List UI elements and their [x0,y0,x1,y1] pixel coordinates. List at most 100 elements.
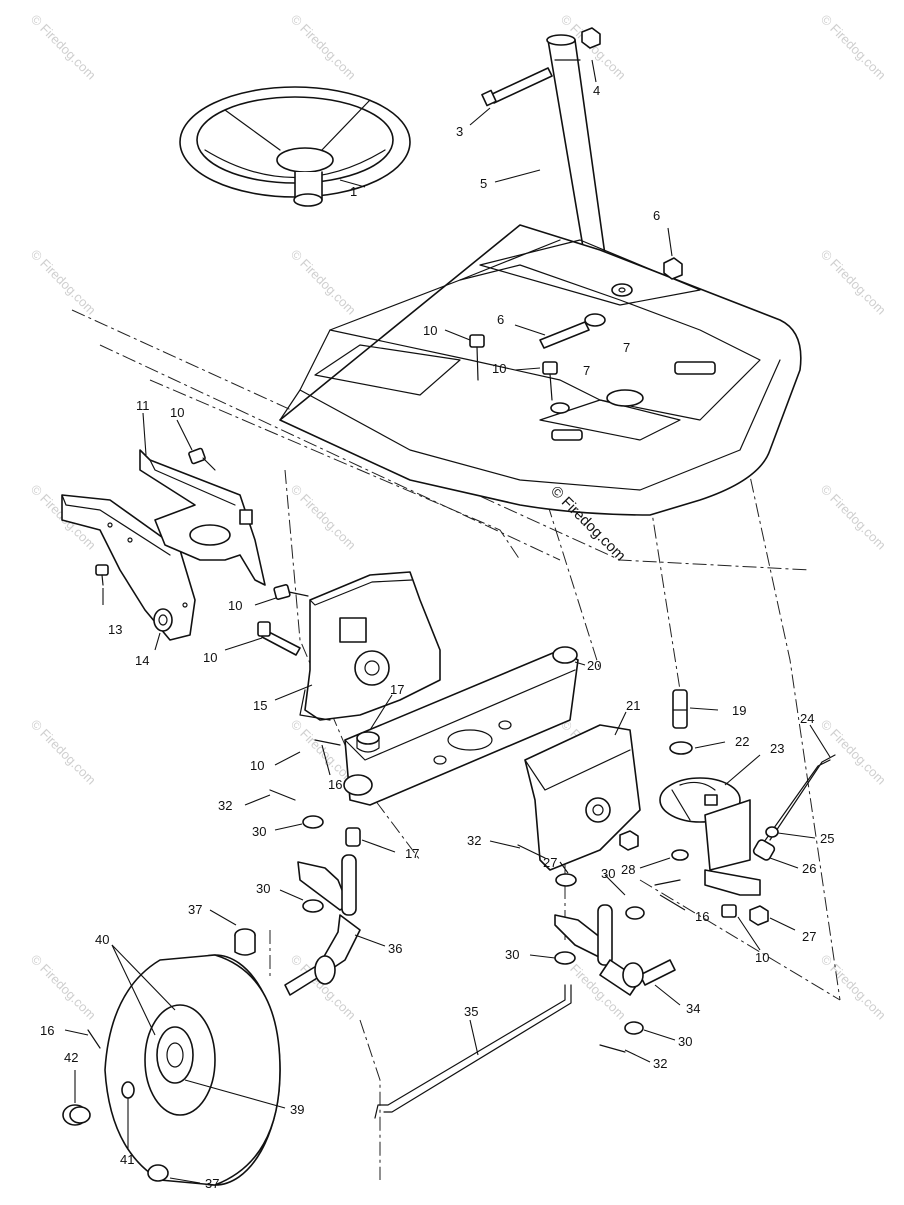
callout-36: 36 [388,941,402,956]
washer-22 [669,741,693,755]
bracket-11 [139,449,266,586]
bushing-37-upper [234,928,256,956]
callout-13: 14 [135,653,149,668]
spindle-36 [284,854,361,996]
bolt-10-plate [273,584,309,600]
callout-1: 1 [350,184,357,199]
callout-39: 39 [290,1102,304,1117]
callout-32-mid: 32 [467,833,481,848]
callout-30-left-b: 30 [256,881,270,896]
callout-4: 4 [593,83,600,98]
watermark-text: © Firedog.com [288,482,359,553]
callout-40: 40 [95,932,109,947]
callout-27-mid: 27 [543,855,557,870]
bushing-37-lower [147,1164,169,1182]
callout-23: 23 [770,741,784,756]
callout-17-lower: 17 [405,846,419,861]
watermark-text: © Firedog.com [288,247,359,318]
callout-22: 22 [735,734,749,749]
cap-42 [62,1104,91,1126]
callout-10-axle: 10 [250,758,264,773]
callout-16-axle: 16 [328,777,342,792]
callout-6-lower: 6 [497,312,504,327]
callout-35: 35 [464,1004,478,1019]
callout-28: 28 [621,862,635,877]
callout-5: 5 [480,176,487,191]
assembly-frame-lines [71,309,841,1180]
cotter-16-wheel [87,1029,101,1049]
callout-7-right: 7 [623,340,630,355]
nut-4 [581,27,601,49]
watermark-text: © Firedog.com [818,717,889,788]
watermark-text: © Firedog.com [28,12,99,83]
callout-16-right: 16 [695,909,709,924]
callout-27-right: 27 [802,929,816,944]
callout-10-dash-a: 10 [423,323,437,338]
callout-34: 34 [686,1001,700,1016]
watermark-text: © Firedog.com [28,717,99,788]
callout-24: 24 [800,711,814,726]
callout-15: 15 [253,698,267,713]
watermark-layer: © Firedog.com © Firedog.com © Firedog.com ©… [28,12,889,1023]
tie-rod-35 [374,984,572,1119]
callout-30-mid: 30 [601,866,615,881]
drag-link-24 [763,754,836,843]
callout-3: 3 [456,124,463,139]
bolt-14 [257,621,301,656]
callout-32-left: 32 [218,798,232,813]
bushing-17-lower [345,827,361,847]
watermark-text: © Firedog.com [28,952,99,1023]
sector-gear-23 [659,777,751,871]
ball-joint-25-26 [752,826,779,861]
callout-42: 42 [64,1050,78,1065]
steering-wheel [179,86,411,207]
callout-30-left-a: 30 [252,824,266,839]
callout-41: 41 [120,1152,134,1167]
callout-20: 20 [587,658,601,673]
bolt-6-lower [539,313,606,349]
nut-27-mid [619,830,639,851]
support-plate-15 [299,571,441,721]
bolt-3 [481,67,553,107]
callout-10-plate: 10 [228,598,242,613]
washers-30-left [302,815,324,913]
pinion-19 [672,689,688,729]
washers-30-right [554,849,689,1035]
callout-10-lower: 10 [755,950,769,965]
callout-10-bracket: 10 [170,405,184,420]
watermark-text: © Firedog.com [818,482,889,553]
callout-30-lower: 30 [678,1034,692,1049]
front-wheel-40 [104,954,281,1186]
cotter-pins-32 [269,739,681,1053]
bolt-10-bracket [95,564,109,586]
front-axle-20 [343,646,579,806]
spacer-17 [356,731,380,753]
watermark-text: © Firedog.com [818,247,889,318]
callout-10-dash-b: 10 [492,361,506,376]
bolt-10-bracket-11 [188,447,216,471]
callout-25: 25 [820,831,834,846]
callout-11: 11 [136,398,150,413]
washer-7 [611,283,633,297]
callout-6-upper: 6 [653,208,660,223]
callout-30-right: 30 [505,947,519,962]
callout-26: 26 [802,861,816,876]
callout-32-lower: 32 [653,1056,667,1071]
frame-bracket-13 [61,494,196,641]
callout-16-wheel: 16 [40,1023,54,1038]
watermark-text: © Firedog.com [288,12,359,83]
dash-panel [279,224,802,516]
spindle-34 [554,904,676,996]
leader-lines [64,59,831,1184]
callout-10-frame: 13 [108,622,122,637]
callout-14: 10 [203,650,217,665]
callout-17-upper: 17 [390,682,404,697]
bolts-10-dash [469,334,558,401]
callout-37-lower: 37 [205,1176,219,1191]
washer-41 [121,1081,135,1099]
callout-19: 19 [732,703,746,718]
arm-27-bracket [704,869,761,896]
watermark-text: © Firedog.com [28,247,99,318]
watermark-text: © Firedog.com [818,12,889,83]
